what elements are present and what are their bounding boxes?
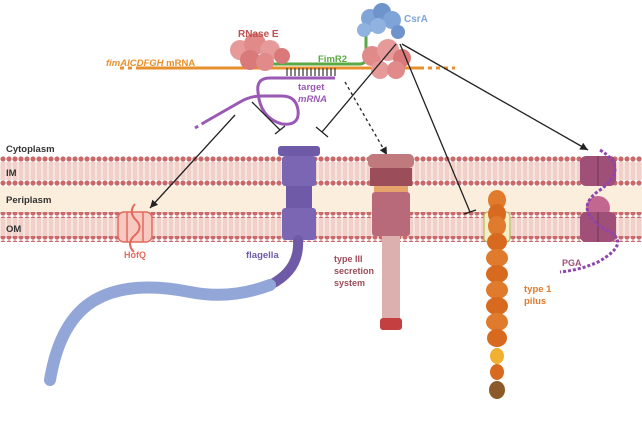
hofq-protein bbox=[117, 203, 153, 253]
t3ss-label-2: secretion bbox=[334, 266, 374, 276]
pilus-label-2: pilus bbox=[524, 296, 546, 307]
regulation-lines bbox=[149, 43, 589, 215]
t3ss-label-3: system bbox=[334, 278, 365, 288]
base-pair-ticks bbox=[286, 68, 336, 76]
csra-protein bbox=[357, 3, 405, 39]
target-label: target bbox=[298, 82, 325, 93]
t3ss-structure bbox=[368, 154, 414, 330]
type1-pilus-structure bbox=[483, 190, 511, 399]
im-label: IM bbox=[6, 168, 17, 179]
t3ss-label-1: type III bbox=[334, 254, 363, 264]
periplasm-label: Periplasm bbox=[6, 195, 51, 206]
cytoplasm-label: Cytoplasm bbox=[6, 144, 55, 155]
pilus-label-1: type 1 bbox=[524, 284, 552, 295]
hofq-label: HofQ bbox=[124, 250, 146, 260]
inner-membrane bbox=[0, 156, 642, 186]
om-label: OM bbox=[6, 224, 21, 235]
pga-structure bbox=[559, 148, 620, 274]
fim-mrna-label: fimAICDFGH mRNA bbox=[106, 58, 195, 69]
flagella-label: flagella bbox=[246, 250, 279, 261]
flagella-structure bbox=[44, 146, 320, 386]
outer-membrane bbox=[0, 212, 642, 242]
target-mrna-strand bbox=[194, 76, 335, 130]
rnase-e-label: RNase E bbox=[238, 29, 279, 40]
periplasm-band bbox=[0, 186, 642, 212]
target-mrna-label: mRNA bbox=[298, 94, 327, 105]
fimr2-label: FimR2 bbox=[318, 54, 347, 65]
pga-label: PGA bbox=[562, 258, 582, 268]
rnase-e-protein bbox=[230, 33, 290, 71]
csra-label: CsrA bbox=[404, 14, 428, 25]
rnase-e-protein-2 bbox=[362, 39, 411, 79]
